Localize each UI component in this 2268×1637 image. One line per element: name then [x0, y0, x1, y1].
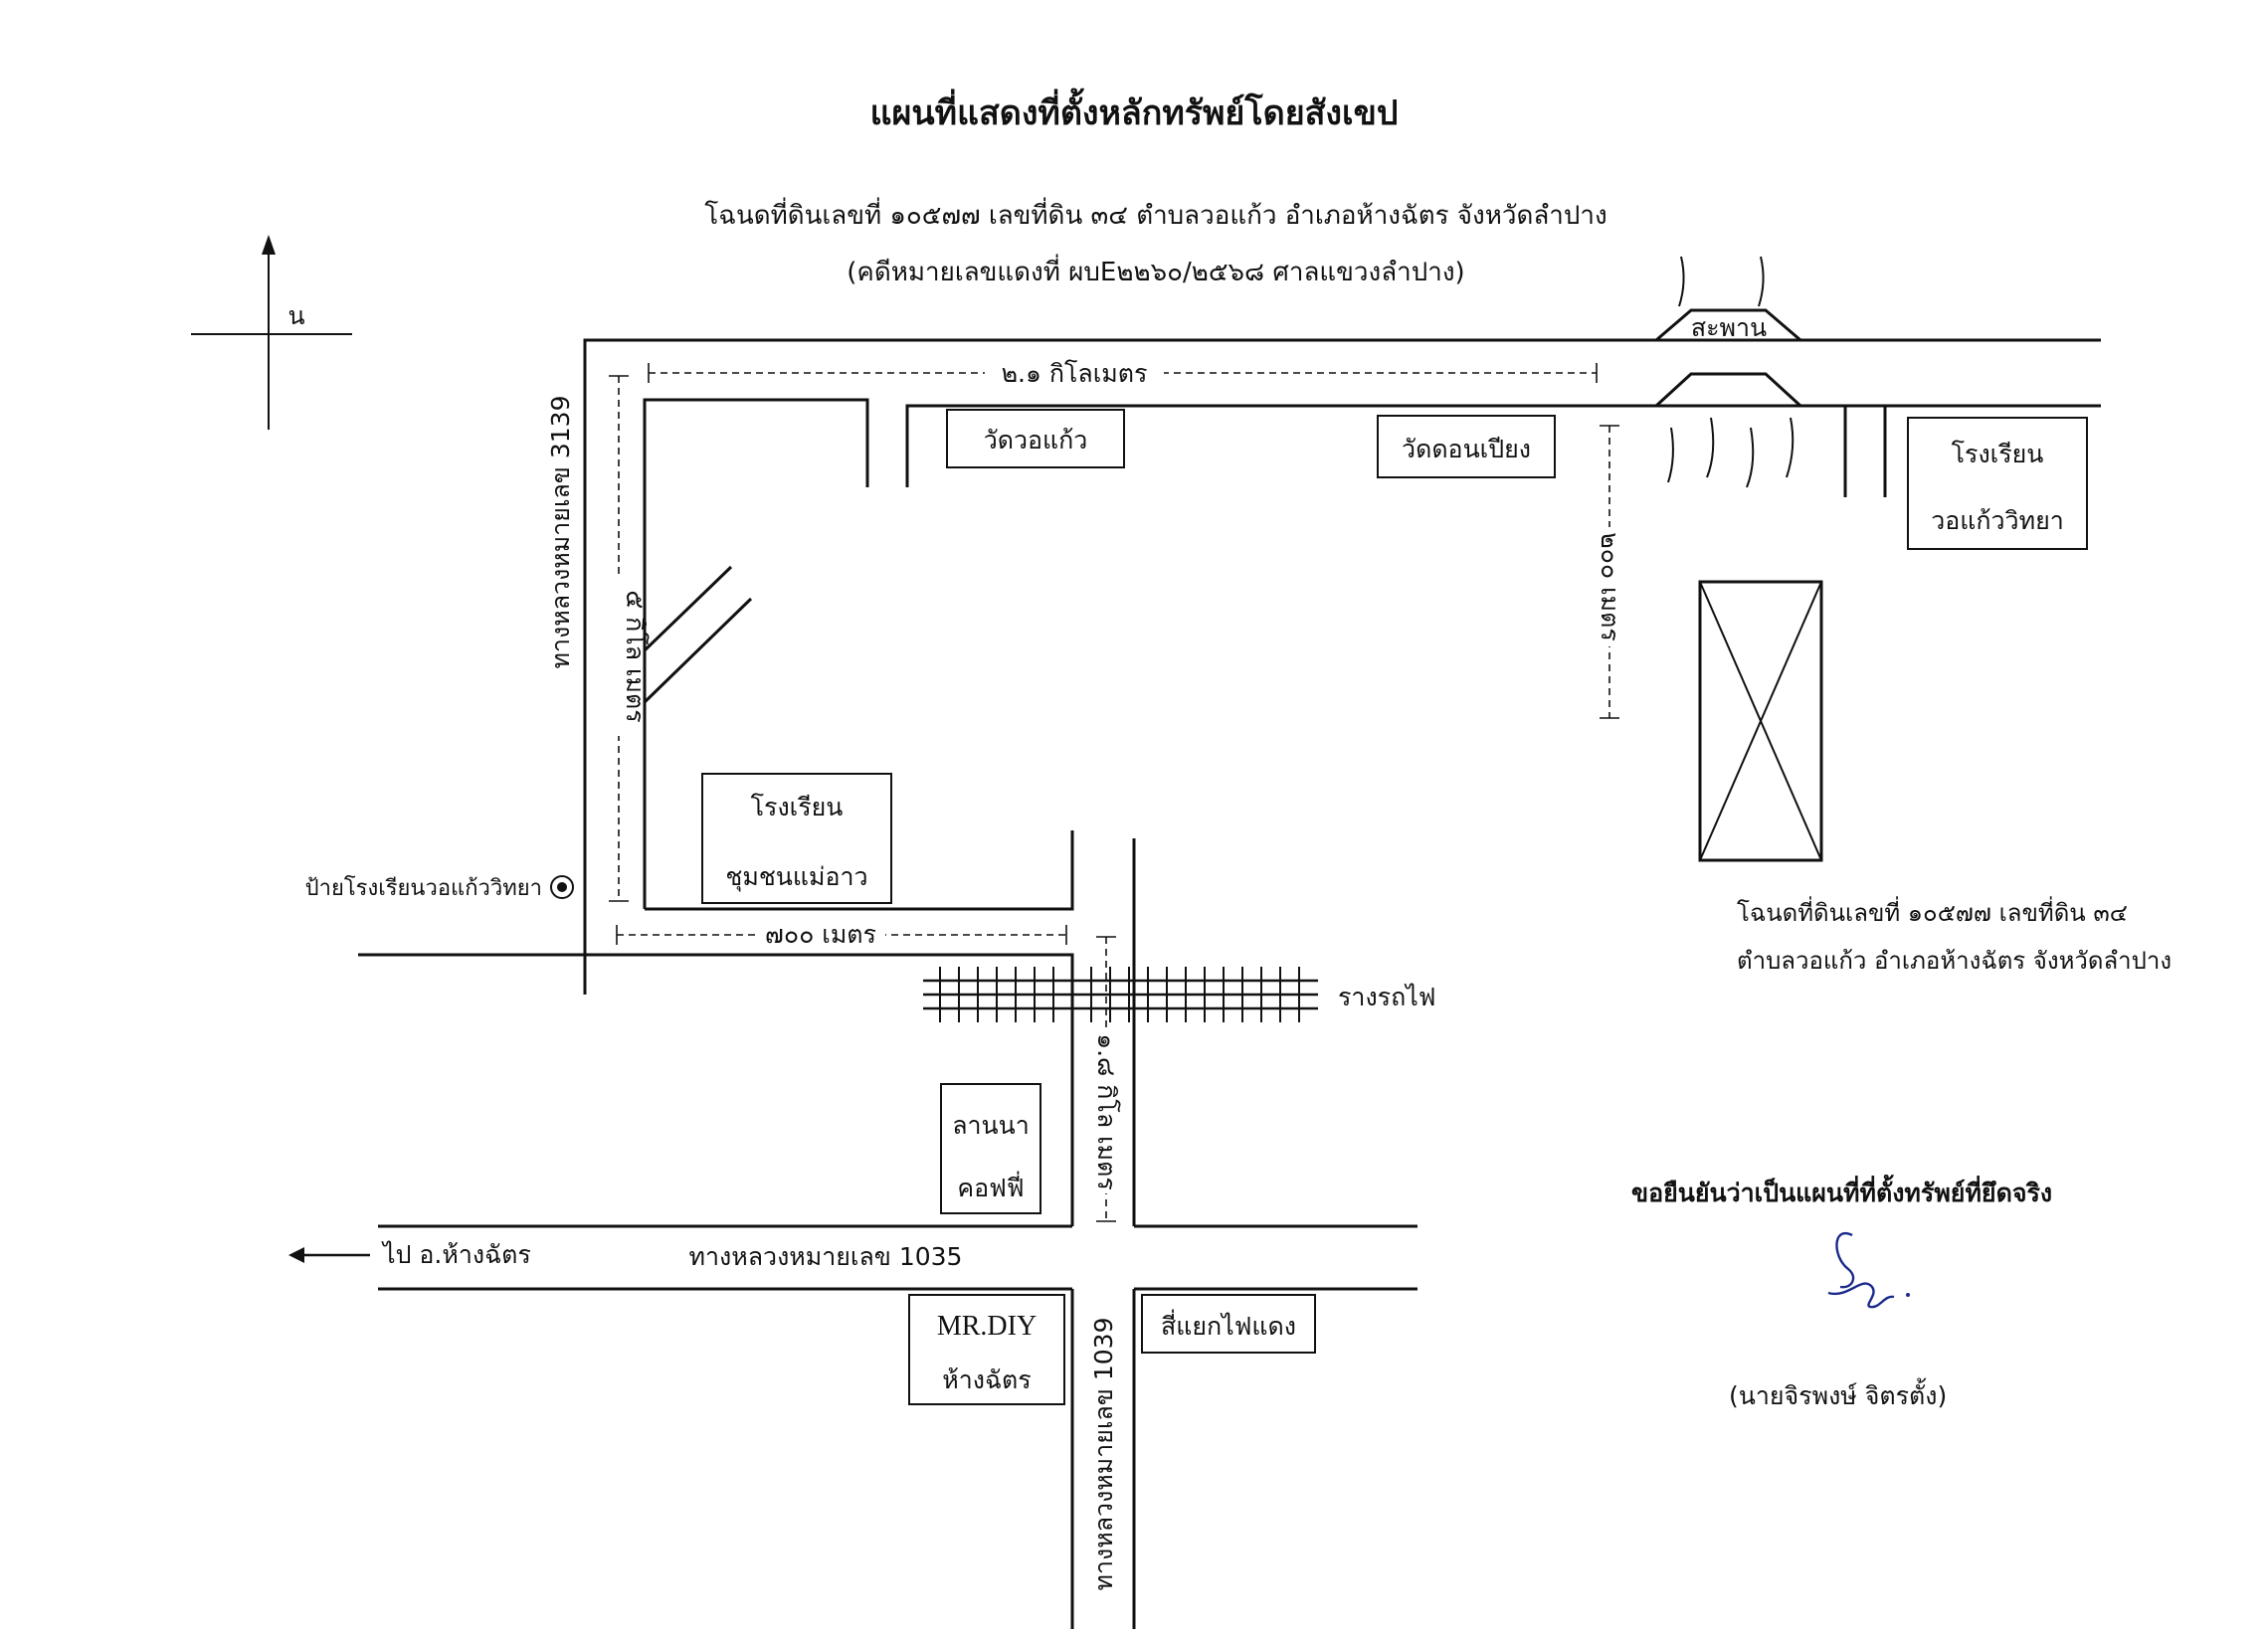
west-road-upper: [358, 953, 1074, 1226]
sign-marker-icon: [550, 875, 574, 899]
deed-subtitle: โฉนดที่ดินเลขที่ ๑๐๕๗๗ เลขที่ดิน ๓๔ ตำบล…: [704, 197, 1606, 231]
bottom-distance-label: ๗๐๐ เมตร: [765, 920, 876, 949]
wat-donpiang-box: [1377, 415, 1556, 478]
lanna-coffee-box: [940, 1083, 1041, 1214]
north-arrow-icon: [191, 235, 352, 430]
wat-wokaeo-label: วัดวอแก้ว: [984, 426, 1088, 455]
case-subtitle: (คดีหมายเลขแดงที่ ผบE๒๒๖๐/๒๕๖๘ ศาลแขวงลำ…: [847, 254, 1464, 287]
school-maeao-box: [701, 773, 892, 904]
branch-road-lower: [643, 597, 753, 704]
railway-label: รางรถไฟ: [1338, 983, 1436, 1011]
south-distance-label: ๑.๘ กิโล เมตร: [1092, 1033, 1121, 1190]
railway-track: [923, 967, 1318, 1022]
school-wokaeo-label-2: วอแก้ววิทยา: [1931, 506, 2064, 535]
traffic-light-label: สี่แยกไฟแดง: [1161, 1309, 1296, 1341]
west-arrow-icon: [288, 1247, 370, 1263]
school-wokaeo-box: [1907, 417, 2088, 550]
top-distance-label: ๒.๑ กิโลเมตร: [1002, 359, 1148, 388]
school-maeao-label-1: โรงเรียน: [751, 793, 844, 821]
school-maeao-label-2: ชุมชนแม่อาว: [725, 862, 867, 892]
maeao-road-edge: [645, 830, 1074, 911]
mrdiy-label-1: MR.DIY: [937, 1311, 1037, 1342]
property-parcel: [1698, 580, 1823, 862]
school-wokaeo-label-1: โรงเรียน: [1952, 440, 2044, 468]
signature: [1827, 1231, 1910, 1309]
to-hangchat-label: ไป อ.ห้างฉัตร: [381, 1240, 531, 1269]
top-road-south-edge-west: [643, 398, 869, 909]
lanna-coffee-label-1: ลานนา: [952, 1111, 1030, 1140]
map-title: แผนที่แสดงที่ตั้งหลักทรัพย์โดยสังเขป: [870, 88, 1399, 133]
certification-statement: ขอยืนยันว่าเป็นแผนที่ที่ตั้งทรัพย์ที่ยึด…: [1631, 1174, 2052, 1207]
left-distance-label: ๕ กิโล เมตร: [621, 590, 650, 722]
property-label-1: โฉนดที่ดินเลขที่ ๑๐๕๗๗ เลขที่ดิน ๓๔: [1737, 896, 2128, 927]
school-sign-label: ป้ายโรงเรียนวอแก้ววิทยา: [305, 875, 542, 901]
road-1039-label: ทางหลวงหมายเลข 1039: [1089, 1318, 1118, 1591]
wat-wokaeo-box: [946, 409, 1125, 468]
mrdiy-box: [908, 1294, 1065, 1405]
road-3139-label: ทางหลวงหมายเลข 3139: [546, 396, 575, 669]
lanna-coffee-label-2: คอฟฟี่: [957, 1171, 1024, 1202]
north-label: น: [287, 301, 304, 330]
right-distance-label: ๒๐๐ เมตร: [1596, 532, 1624, 641]
bridge: [1651, 256, 1805, 488]
certifier-name: (นายจิรพงษ์ จิตรตั้ง): [1729, 1377, 1947, 1410]
top-road-north-edge: [583, 338, 2101, 995]
property-label-2: ตำบลวอแก้ว อำเภอห้างฉัตร จังหวัดลำปาง: [1737, 947, 2172, 975]
road-1035-label: ทางหลวงหมายเลข 1035: [689, 1242, 963, 1271]
branch-road-upper: [643, 565, 733, 652]
bridge-label: สะพาน: [1691, 313, 1767, 342]
mrdiy-label-2: ห้างฉัตร: [942, 1365, 1031, 1394]
traffic-light-box: [1141, 1294, 1316, 1354]
wat-donpiang-label: วัดดอนเปียง: [1402, 435, 1531, 463]
